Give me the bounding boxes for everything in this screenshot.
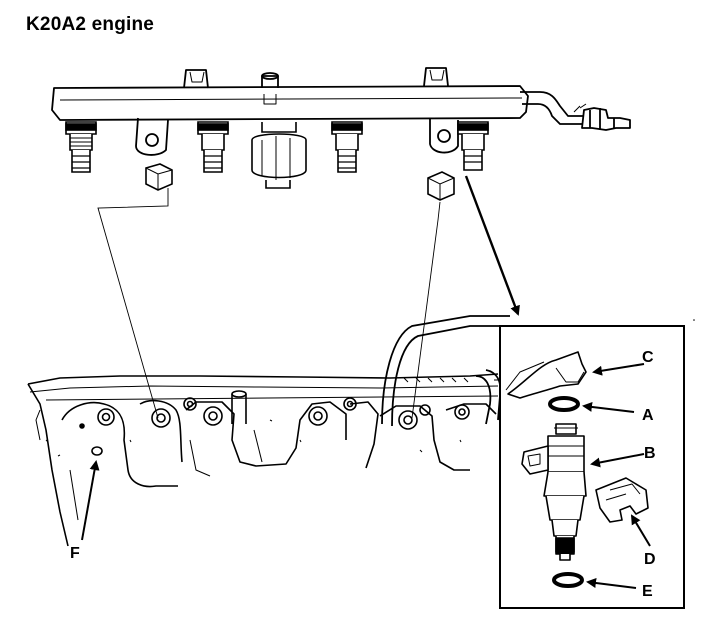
diagram-title: K20A2 engine (26, 14, 155, 35)
rail-mounting-nuts (145, 163, 455, 201)
rail-injector-2 (197, 121, 229, 173)
rail-injectors (65, 121, 489, 189)
cylinder-head (27, 373, 499, 547)
rail-fragment (505, 351, 587, 399)
fuel-rail (51, 67, 631, 156)
callout-b: B (644, 445, 656, 462)
leader-a (582, 401, 635, 413)
detail-box: C A B D E (494, 325, 685, 609)
callout-d: D (644, 551, 656, 568)
alignment-lines (97, 188, 441, 419)
rail-injector-3 (331, 121, 363, 173)
callout-e: E (642, 583, 653, 600)
leader-d (630, 514, 651, 547)
callout-a: A (642, 407, 654, 424)
rail-injector-1 (65, 121, 97, 173)
o-ring-upper (548, 396, 580, 412)
o-ring-lower (552, 572, 584, 588)
rail-injector-4 (457, 121, 489, 171)
fuel-injector (521, 423, 587, 561)
callout-f: F (70, 545, 80, 562)
injector-clip (595, 477, 649, 523)
callout-c: C (642, 349, 654, 366)
leader-f (81, 460, 100, 541)
leader-b (590, 453, 645, 468)
callout-leaders (582, 363, 651, 589)
detail-pointer-arrow (464, 175, 520, 316)
rail-center-boss (251, 122, 307, 189)
leader-c (592, 363, 645, 376)
leader-e (586, 578, 637, 589)
speck (693, 319, 695, 321)
